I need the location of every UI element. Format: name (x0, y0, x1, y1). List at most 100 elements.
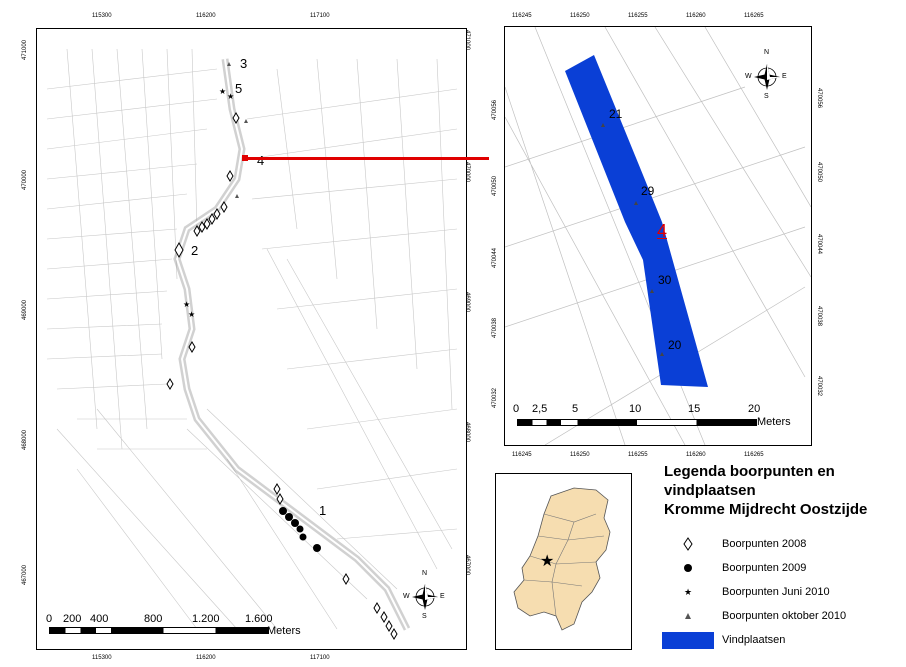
overview-compass-w: W (403, 593, 410, 600)
netherlands-inset-map[interactable]: ★ (495, 473, 632, 650)
overview-scale-200: 200 (63, 613, 82, 625)
detail-compass-e: E (782, 73, 787, 80)
borehole-2008-markers (166, 112, 398, 640)
detail-point-29: 29 (641, 184, 655, 198)
detail-map[interactable]: 21 29 30 20 4 N S W E 0 2,5 5 10 15 20 M… (504, 26, 812, 446)
svg-text:★: ★ (183, 300, 190, 309)
overview-right-tick-4: 468000 (464, 422, 470, 443)
overview-top-tick-3: 117100 (310, 13, 330, 19)
detail-top-tick-4: 116260 (686, 13, 706, 19)
detail-top-tick-5: 116265 (744, 13, 764, 19)
overview-label-1: 1 (319, 503, 327, 518)
legend-item-june-2010: ★ Boorpunten Juni 2010 (660, 583, 830, 601)
overview-compass-n: N (422, 570, 428, 577)
overview-scale-800: 800 (144, 613, 163, 625)
overview-scale-1600: 1.600 (245, 613, 273, 625)
overview-label-4: 4 (257, 153, 265, 168)
borehole-june-2010-markers: ★ ★ ★ ★ (183, 87, 234, 319)
detail-top-tick-3: 116255 (628, 13, 648, 19)
overview-scale-0: 0 (46, 613, 53, 625)
overview-right-tick-5: 467000 (464, 555, 470, 576)
star-icon: ★ (683, 586, 693, 597)
diamond-icon (683, 537, 693, 551)
legend-title-line-1: Legenda boorpunten en (664, 463, 835, 480)
blue-rect-icon (662, 631, 714, 649)
overview-compass-e: E (440, 593, 445, 600)
overview-left-tick-4: 468000 (22, 429, 28, 450)
detail-scale-bar (517, 419, 757, 426)
overview-scale-1200: 1.200 (192, 613, 220, 625)
detail-right-tick-3: 470044 (816, 234, 822, 255)
overview-right-tick-2: 470000 (464, 162, 470, 183)
overview-bottom-tick-3: 117100 (310, 655, 330, 661)
borehole-oct-2010-markers (227, 62, 248, 198)
overview-label-5: 5 (235, 81, 243, 96)
overview-label-3: 3 (240, 56, 248, 71)
triangle-icon (685, 613, 691, 619)
legend-item-oct-2010: Boorpunten oktober 2010 (660, 607, 846, 625)
detail-point-20: 20 (668, 338, 682, 352)
detail-bottom-tick-2: 116250 (570, 452, 590, 458)
detail-bottom-tick-5: 116265 (744, 452, 764, 458)
detail-right-tick-2: 470050 (816, 162, 822, 183)
legend-label-oct-2010: Boorpunten oktober 2010 (722, 610, 847, 622)
detail-left-tick-1: 470056 (492, 99, 498, 120)
legend-label-2008: Boorpunten 2008 (722, 538, 807, 550)
overview-right-tick-1: 471000 (464, 30, 470, 51)
detail-borehole-markers (601, 123, 664, 356)
dot-icon (684, 564, 692, 572)
detail-compass-n: N (764, 49, 770, 56)
detail-left-tick-5: 470032 (492, 387, 498, 408)
detail-compass-w: W (745, 73, 752, 80)
detail-scale-15: 15 (688, 403, 701, 415)
svg-text:★: ★ (188, 310, 195, 319)
legend-title: Legenda boorpunten en vindplaatsen Kromm… (664, 462, 904, 519)
legend-label-vindplaatsen: Vindplaatsen (722, 634, 786, 646)
legend-item-2009: Boorpunten 2009 (660, 559, 806, 577)
legend-label-june-2010: Boorpunten Juni 2010 (722, 586, 830, 598)
overview-scale-400: 400 (90, 613, 109, 625)
parcel-lines (46, 48, 458, 630)
legend-item-vindplaatsen: Vindplaatsen (660, 631, 785, 649)
detail-bottom-tick-1: 116245 (512, 452, 532, 458)
legend-title-line-3: Kromme Mijdrecht Oostzijde (664, 501, 868, 518)
site-connector-line (247, 157, 489, 160)
overview-right-tick-3: 469000 (464, 292, 470, 313)
detail-right-tick-1: 470056 (816, 88, 822, 109)
detail-top-tick-2: 116250 (570, 13, 590, 19)
detail-scale-2-5: 2,5 (532, 403, 548, 415)
detail-right-tick-4: 470038 (816, 306, 822, 327)
detail-left-tick-4: 470038 (492, 317, 498, 338)
overview-left-tick-5: 467000 (22, 564, 28, 585)
detail-left-tick-3: 470044 (492, 247, 498, 268)
location-star-icon: ★ (540, 551, 554, 570)
detail-compass-icon (754, 64, 780, 90)
overview-bottom-tick-1: 115300 (92, 655, 112, 661)
overview-bottom-tick-2: 116200 (196, 655, 216, 661)
borehole-2009-markers (279, 507, 321, 552)
legend-label-2009: Boorpunten 2009 (722, 562, 807, 574)
detail-left-tick-2: 470050 (492, 175, 498, 196)
detail-top-tick-1: 116245 (512, 13, 532, 19)
overview-left-tick-3: 469000 (22, 299, 28, 320)
overview-map-canvas: ★ ★ ★ ★ (46, 48, 458, 640)
detail-scale-unit: Meters (757, 416, 791, 428)
detail-point-30: 30 (658, 273, 672, 287)
overview-left-tick-1: 471000 (22, 39, 28, 60)
overview-left-tick-2: 470000 (22, 169, 28, 190)
overview-scale-unit: Meters (267, 625, 301, 637)
overview-compass-icon (412, 584, 438, 610)
detail-scale-0: 0 (513, 403, 520, 415)
svg-text:★: ★ (219, 87, 226, 96)
detail-scale-10: 10 (629, 403, 642, 415)
overview-compass-s: S (422, 613, 427, 620)
overview-label-2: 2 (191, 243, 199, 258)
overview-scale-bar (49, 627, 269, 634)
detail-compass-s: S (764, 93, 769, 100)
netherlands-shape: ★ (513, 487, 611, 631)
detail-point-21: 21 (609, 107, 623, 121)
vindplaats-polygon (565, 55, 708, 387)
site-4-marker (242, 155, 248, 161)
overview-map[interactable]: ★ ★ ★ ★ 3 5 4 2 1 N S W E 0 200 400 800 (36, 28, 467, 650)
detail-scale-20: 20 (748, 403, 761, 415)
